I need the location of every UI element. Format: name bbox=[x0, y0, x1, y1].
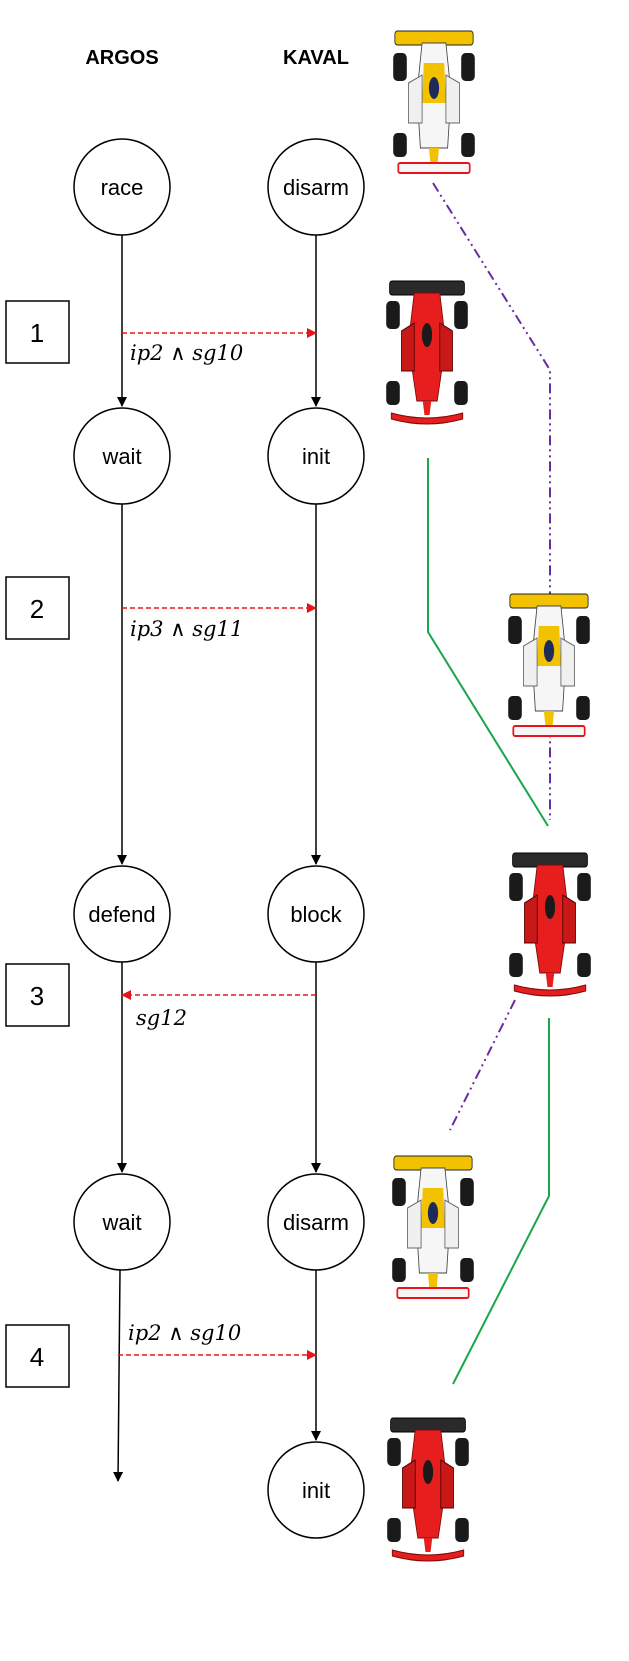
svg-text:2: 2 bbox=[30, 594, 44, 624]
svg-text:disarm: disarm bbox=[283, 175, 349, 200]
step-box-1: 1 bbox=[5, 300, 70, 364]
svg-text:4: 4 bbox=[30, 1342, 44, 1372]
svg-text:disarm: disarm bbox=[283, 1210, 349, 1235]
svg-text:init: init bbox=[302, 444, 330, 469]
kaval-track-line-2 bbox=[452, 1018, 550, 1385]
svg-text:block: block bbox=[290, 902, 342, 927]
kaval-state-disarm: disarm bbox=[267, 138, 365, 236]
argos-car-icon-3 bbox=[391, 1155, 475, 1299]
svg-text:1: 1 bbox=[30, 318, 44, 348]
kaval-car-icon-2 bbox=[508, 852, 592, 997]
kaval-car-icon-3 bbox=[386, 1417, 470, 1562]
argos-column-header: ARGOS bbox=[85, 47, 158, 69]
step-box-2: 2 bbox=[5, 576, 70, 640]
kaval-state-init-2: init bbox=[267, 1441, 365, 1539]
message-label-3: sg12 bbox=[136, 1006, 187, 1030]
argos-state-race: race bbox=[73, 138, 171, 236]
kaval-state-init: init bbox=[267, 407, 365, 505]
step-box-4: 4 bbox=[5, 1324, 70, 1388]
argos-car-icon-2 bbox=[507, 593, 591, 737]
kaval-state-block: block bbox=[267, 865, 365, 963]
kaval-track-line bbox=[427, 458, 549, 827]
argos-state-wait: wait bbox=[73, 407, 171, 505]
message-label-2: ip3 ∧ sg11 bbox=[130, 617, 243, 641]
argos-state-defend: defend bbox=[73, 865, 171, 963]
kaval-column-header: KAVAL bbox=[283, 47, 349, 69]
svg-text:race: race bbox=[101, 175, 144, 200]
svg-text:3: 3 bbox=[30, 981, 44, 1011]
message-label-1: ip2 ∧ sg10 bbox=[130, 341, 243, 365]
svg-text:init: init bbox=[302, 1478, 330, 1503]
argos-state-wait-2: wait bbox=[73, 1173, 171, 1271]
step-box-3: 3 bbox=[5, 963, 70, 1027]
svg-text:wait: wait bbox=[101, 1210, 141, 1235]
argos-lifeline-4 bbox=[113, 1269, 124, 1482]
argos-track-line-2 bbox=[449, 999, 516, 1131]
svg-text:wait: wait bbox=[101, 444, 141, 469]
kaval-state-disarm-2: disarm bbox=[267, 1173, 365, 1271]
argos-track-line bbox=[432, 182, 551, 820]
kaval-car-icon bbox=[385, 280, 469, 425]
message-label-4: ip2 ∧ sg10 bbox=[128, 1321, 241, 1345]
svg-text:defend: defend bbox=[88, 902, 155, 927]
argos-car-icon bbox=[392, 30, 476, 174]
